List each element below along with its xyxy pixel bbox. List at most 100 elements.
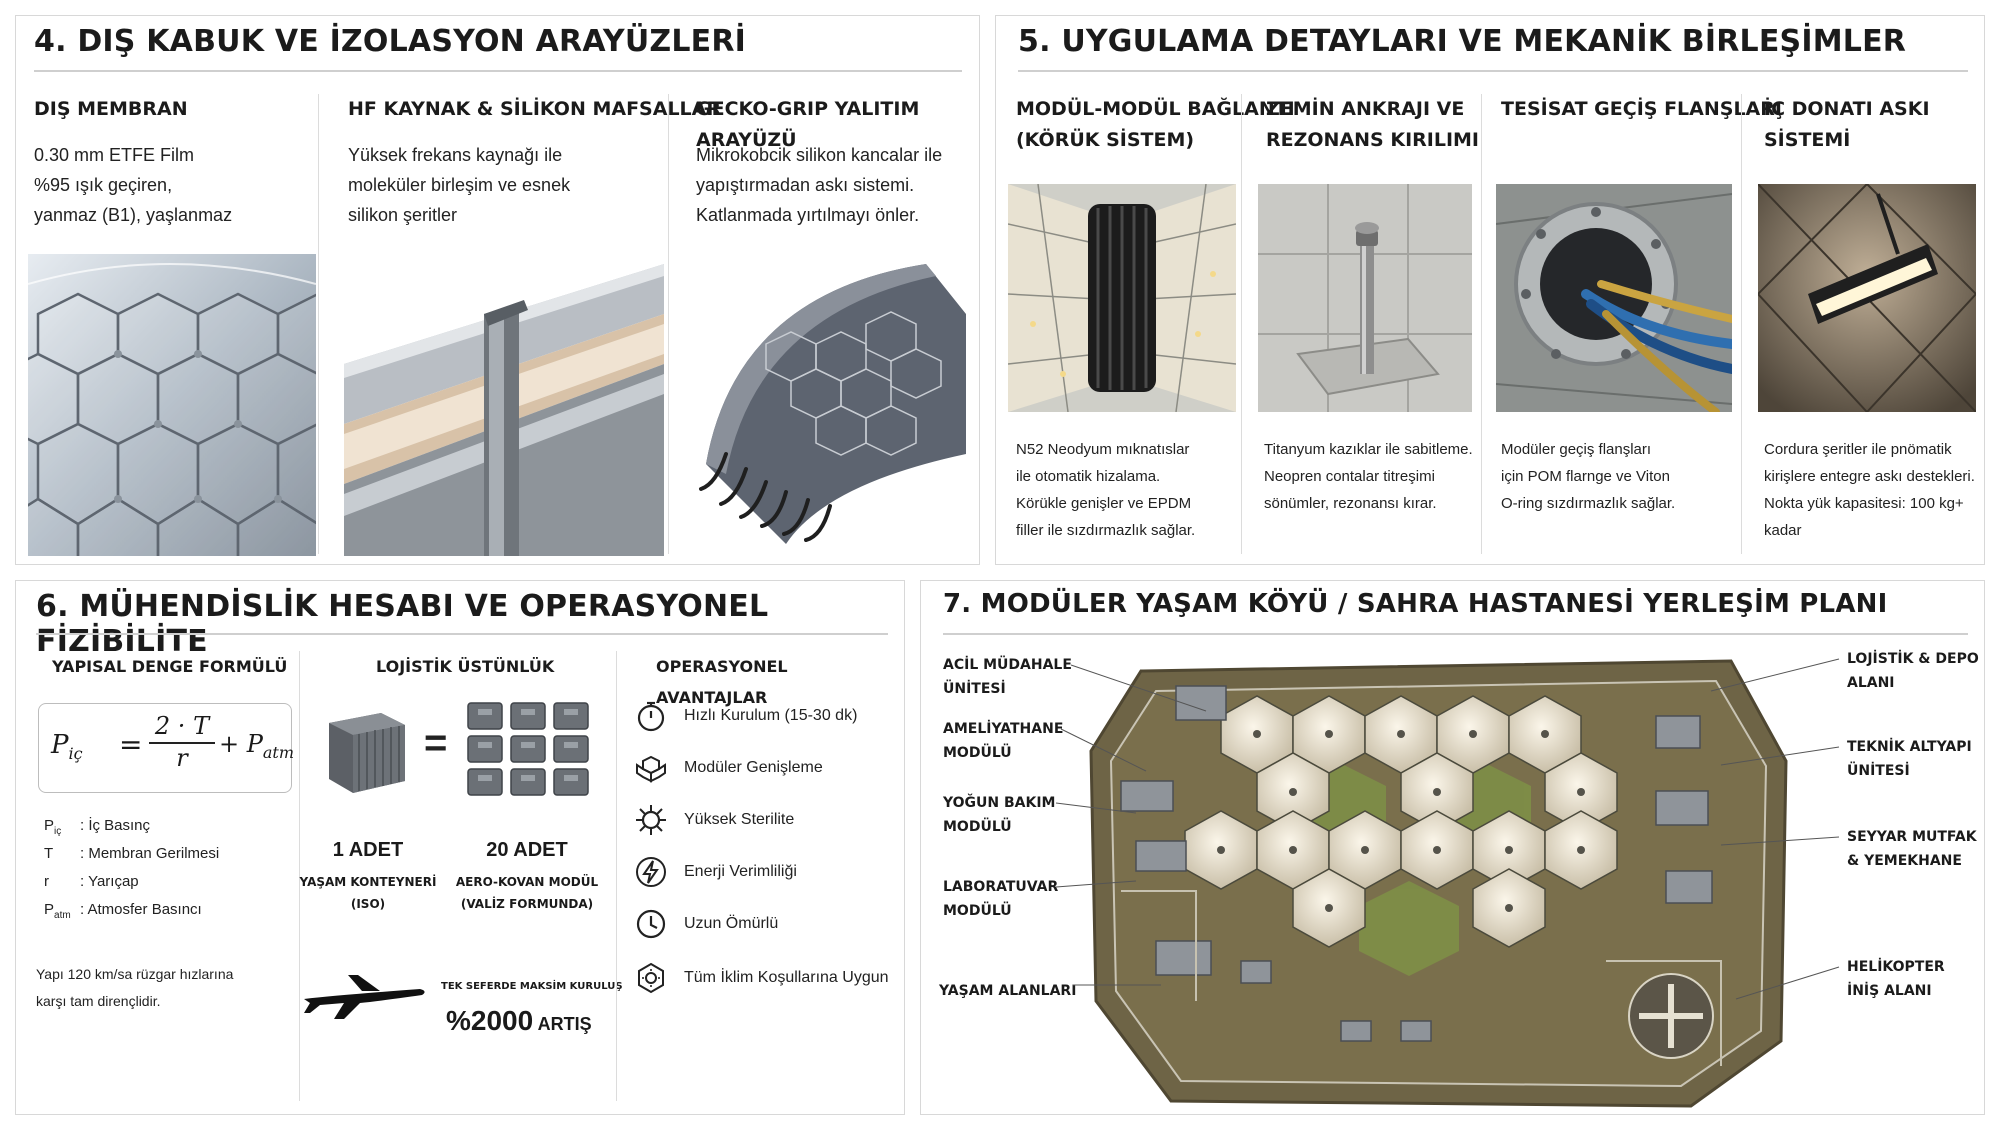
hf-weld-joint-render bbox=[344, 254, 664, 556]
module-label: AERO-KOVAN MODÜL (VALİZ FORMUNDA) bbox=[452, 871, 602, 915]
legend-row: Piç : İç Basınç bbox=[44, 817, 150, 837]
airplane-icon bbox=[300, 969, 428, 1021]
text-line: %95 ışık geçiren, bbox=[34, 175, 173, 195]
text-line: karşı tam dirençlidir. bbox=[36, 993, 161, 1009]
service-flange-render bbox=[1496, 184, 1732, 412]
section-5-col3-text: Modüler geçiş flanşları için POM flarnge… bbox=[1501, 436, 1675, 517]
callout-line: LABORATUVAR bbox=[943, 879, 1059, 895]
section-4-divider bbox=[668, 94, 669, 554]
label-line: YAŞAM KONTEYNERİ bbox=[299, 875, 437, 889]
formula-plus-base: + P bbox=[219, 730, 263, 758]
pressure-formula-box: Piç = 2 · T r + Patm bbox=[38, 703, 294, 793]
callout-technical-infrastructure: TEKNİK ALTYAPI ÜNİTESİ bbox=[1847, 735, 1972, 783]
section-5-title: 5. UYGULAMA DETAYLARI VE MEKANİK BİRLEŞİ… bbox=[1018, 24, 1907, 59]
section-4-col2-text: Yüksek frekans kaynağı ile moleküler bir… bbox=[348, 140, 570, 230]
formula-lhs: Piç bbox=[51, 730, 83, 763]
text-line: yanmaz (B1), yaşlanmaz bbox=[34, 205, 233, 225]
legend-symbol: P bbox=[44, 901, 55, 918]
legend-symbol: r bbox=[44, 873, 49, 890]
text-line: Titanyum kazıklar ile sabitleme. bbox=[1264, 441, 1473, 458]
heading-line: TESİSAT GEÇİŞ FLANŞLARI bbox=[1501, 98, 1782, 120]
section-5-col1-heading: MODÜL-MODÜL BAĞLANTI (KÖRÜK SİSTEM) bbox=[1016, 94, 1295, 156]
stopwatch-icon bbox=[637, 701, 665, 732]
text-line: ile otomatik hizalama. bbox=[1016, 468, 1161, 485]
section-4-col3-text: Mikrokobcik silikon kancalar ile yapıştı… bbox=[696, 140, 942, 230]
module-count: 20 ADET bbox=[486, 839, 568, 861]
formula-plus-term: + Patm bbox=[219, 730, 294, 762]
section-5-col1-text: N52 Neodyum mıknatıslar ile otomatik hiz… bbox=[1016, 436, 1195, 544]
legend-desc: : Membran Gerilmesi bbox=[80, 845, 220, 862]
operations-list: Hızlı Kurulum (15-30 dk) Modüler Genişle… bbox=[634, 699, 894, 1019]
text-line: sönümler, rezonansı kırar. bbox=[1264, 495, 1437, 512]
section-4-col2-heading: HF KAYNAK & SİLİKON MAFSALLAR bbox=[348, 98, 721, 120]
callout-line: & YEMEKHANE bbox=[1847, 853, 1962, 869]
callout-line: ÜNİTESİ bbox=[1847, 763, 1910, 779]
text-line: Neopren contalar titreşimi bbox=[1264, 468, 1435, 485]
text-line: Katlanmada yırtılmayı önler. bbox=[696, 205, 920, 225]
text-line: Yüksek frekans kaynağı ile bbox=[348, 145, 563, 165]
legend-desc: : İç Basınç bbox=[80, 817, 151, 834]
section-6-panel: 6. MÜHENDİSLİK HESABI VE OPERASYONEL FİZ… bbox=[15, 580, 905, 1115]
container-count: 1 ADET bbox=[332, 839, 404, 861]
bolt-icon bbox=[636, 857, 666, 887]
heading-line: ZEMİN ANKRAJI VE bbox=[1266, 98, 1465, 120]
legend-desc: : Atmosfer Basıncı bbox=[80, 901, 202, 918]
section-6-title-rule bbox=[36, 633, 888, 635]
wind-resistance-note: Yapı 120 km/sa rüzgar hızlarına karşı ta… bbox=[36, 961, 233, 1015]
callout-logistics-depot: LOJİSTİK & DEPO ALANI bbox=[1847, 647, 1979, 695]
label-line: AERO-KOVAN MODÜL bbox=[455, 875, 599, 889]
callout-line: İNİŞ ALANI bbox=[1847, 983, 1932, 999]
callout-line: ALANI bbox=[1847, 675, 1895, 691]
callout-line: HELİKOPTER bbox=[1847, 959, 1945, 975]
operation-label: Enerji Verimliliği bbox=[684, 863, 797, 880]
label-line: (ISO) bbox=[350, 897, 386, 911]
callout-emergency-unit: ACİL MÜDAHALE ÜNİTESİ bbox=[943, 653, 1072, 701]
section-5-col3-heading: TESİSAT GEÇİŞ FLANŞLARI bbox=[1501, 94, 1782, 125]
formula-plus-sub: atm bbox=[262, 742, 295, 762]
operation-item: Hızlı Kurulum (15-30 dk) bbox=[634, 699, 857, 733]
formula-lhs-sub: iç bbox=[68, 744, 83, 764]
logistics-heading: LOJİSTİK ÜSTÜNLÜK bbox=[376, 657, 555, 676]
operation-item: Enerji Verimliliği bbox=[634, 855, 797, 889]
text-line: Cordura şeritler ile pnömatik bbox=[1764, 441, 1952, 458]
bellows-connection-render bbox=[1008, 184, 1236, 412]
legend-desc: : Yarıçap bbox=[80, 873, 139, 890]
text-line: Modüler geçiş flanşları bbox=[1501, 441, 1652, 458]
heading-line: İÇ DONATI ASKI SİSTEMİ bbox=[1764, 98, 1930, 151]
section-5-divider bbox=[1481, 94, 1482, 554]
formula-numerator: 2 · T bbox=[149, 712, 215, 744]
text-line: Yapı 120 km/sa rüzgar hızlarına bbox=[36, 966, 234, 982]
etfe-membrane-render bbox=[28, 254, 316, 556]
expand-icon bbox=[636, 755, 666, 783]
callout-line: YAŞAM ALANLARI bbox=[939, 983, 1077, 999]
section-5-divider bbox=[1741, 94, 1742, 554]
operation-item: Uzun Ömürlü bbox=[634, 907, 778, 941]
interior-hanger-render bbox=[1758, 184, 1976, 412]
section-7-title: 7. MODÜLER YAŞAM KÖYÜ / SAHRA HASTANESİ … bbox=[943, 589, 1888, 619]
text-line: Nokta yük kapasitesi: 100 kg+ bbox=[1764, 495, 1964, 512]
callout-line: MODÜLÜ bbox=[943, 903, 1012, 919]
callout-mobile-kitchen: SEYYAR MUTFAK & YEMEKHANE bbox=[1847, 825, 1977, 873]
text-line: filler ile sızdırmazlık sağlar. bbox=[1016, 522, 1196, 539]
callout-line: MODÜLÜ bbox=[943, 819, 1012, 835]
text-line: O-ring sızdırmazlık sağlar. bbox=[1501, 495, 1676, 512]
equals-sign: = bbox=[424, 721, 448, 765]
operation-label: Yüksek Sterilite bbox=[684, 811, 795, 828]
callout-operating-room: AMELİYATHANE MODÜLÜ bbox=[943, 717, 1063, 765]
section-4-panel: 4. DIŞ KABUK VE İZOLASYON ARAYÜZLERİ DIŞ… bbox=[15, 15, 980, 565]
section-6-divider bbox=[616, 651, 617, 1101]
section-4-col1-heading: DIŞ MEMBRAN bbox=[34, 98, 188, 120]
clock-icon bbox=[636, 909, 666, 939]
formula-equals: = bbox=[119, 728, 143, 761]
legend-sub: atm bbox=[54, 910, 71, 921]
text-line: moleküler birleşim ve esnek bbox=[348, 175, 571, 195]
text-line: için POM flarnge ve Viton bbox=[1501, 468, 1670, 485]
callout-line: YOĞUN BAKIM bbox=[943, 795, 1056, 811]
heading-line: REZONANS KIRILIMI bbox=[1266, 129, 1479, 151]
text-line: Körükle genişler ve EPDM bbox=[1016, 495, 1192, 512]
section-5-divider bbox=[1241, 94, 1242, 554]
legend-row: Patm : Atmosfer Basıncı bbox=[44, 901, 202, 921]
formula-lhs-base: P bbox=[51, 730, 69, 760]
callout-line: LOJİSTİK & DEPO bbox=[1847, 651, 1979, 667]
operations-heading: OPERASYONEL AVANTAJLAR bbox=[656, 657, 788, 707]
